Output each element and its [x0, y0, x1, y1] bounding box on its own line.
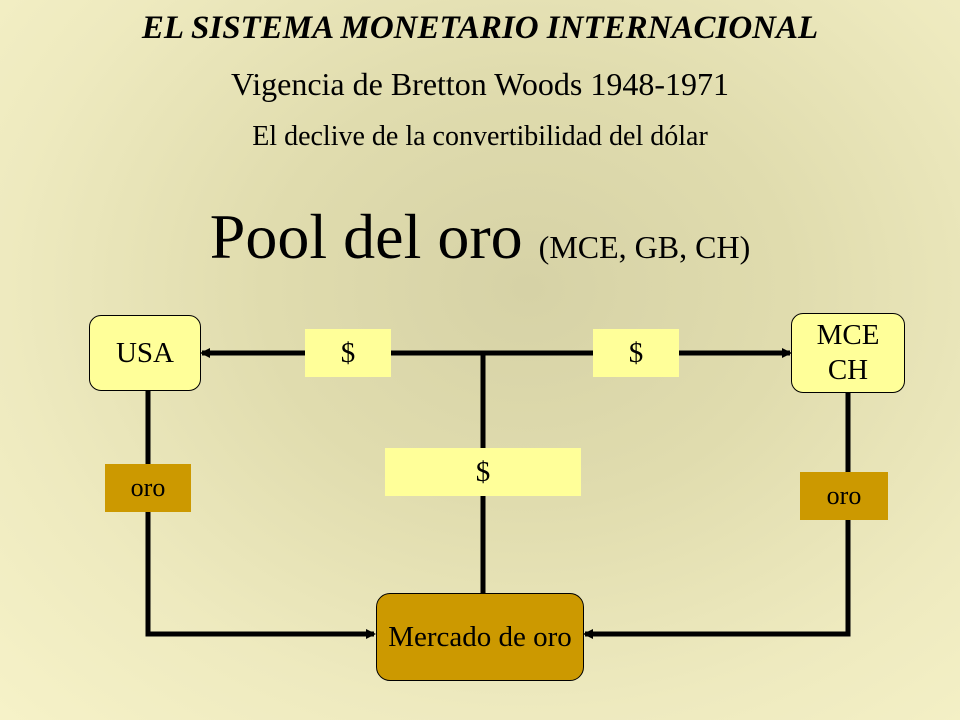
gold-market-node: Mercado de oro [376, 593, 584, 681]
arrow-usa-to-market [145, 391, 376, 639]
slide-title: EL SISTEMA MONETARIO INTERNACIONAL [141, 10, 819, 46]
mce-node-line2: CH [827, 354, 869, 386]
slide-subtitle-2: El declive de la convertibilidad del dól… [252, 121, 708, 152]
usa-node: USA [89, 315, 201, 391]
mce-node-line1: MCE [816, 319, 880, 352]
gold-label-left: oro [105, 464, 191, 512]
heading-main: Pool del oro [209, 201, 523, 272]
dollar-label-left: $ [305, 329, 391, 377]
dollar-label-right: $ [593, 329, 679, 377]
heading-note: (MCE, GB, CH) [538, 229, 751, 265]
mce-node: MCE CH [791, 313, 905, 393]
dollar-label-center: $ [385, 448, 581, 496]
slide-heading: Pool del oro (MCE, GB, CH) [0, 201, 960, 272]
gold-label-right: oro [800, 472, 888, 520]
slide-subtitle: Vigencia de Bretton Woods 1948-1971 [231, 66, 729, 102]
